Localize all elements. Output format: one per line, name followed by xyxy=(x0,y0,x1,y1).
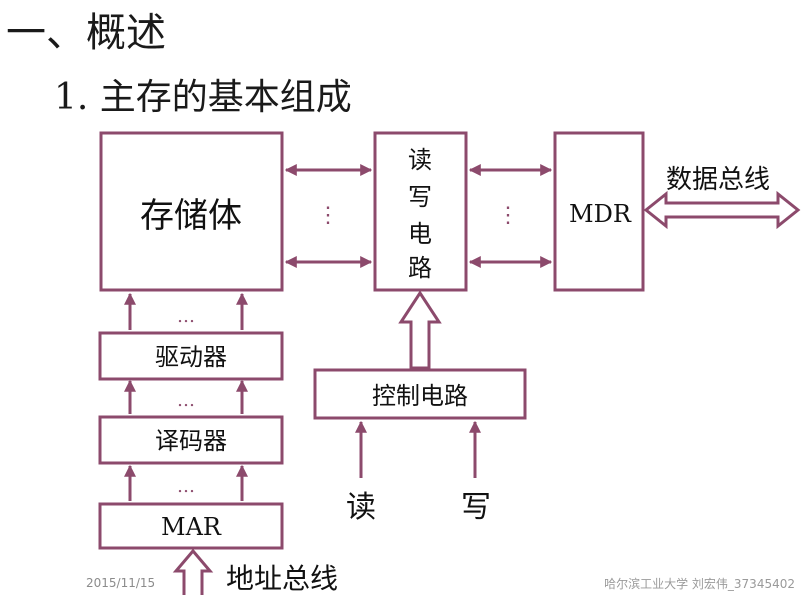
read-label: 读 xyxy=(346,490,376,525)
mar-box xyxy=(98,502,284,550)
storage-label: 存储体 xyxy=(140,196,242,236)
ellipsis-mar: … xyxy=(177,476,195,497)
page-title: 一、概述 xyxy=(6,10,166,56)
mdr-box xyxy=(553,131,645,292)
footer-credit: 哈尔滨工业大学 刘宏伟_37345402 xyxy=(604,577,795,591)
control-label: 控制电路 xyxy=(372,382,468,410)
ellipsis-decoder: … xyxy=(177,390,195,411)
rw-circuit-box xyxy=(373,131,468,292)
data-bus-label: 数据总线 xyxy=(666,165,770,195)
driver-box xyxy=(98,331,284,381)
control-rw-hollow-arrow xyxy=(398,290,442,370)
footer-date: 2015/11/15 xyxy=(86,576,156,590)
rw-label-4: 路 xyxy=(408,254,432,282)
rw-label-3: 电 xyxy=(408,220,432,248)
ellipsis-left-vertical: ⋮ xyxy=(317,203,339,228)
decoder-label: 译码器 xyxy=(155,427,227,455)
ellipsis-driver: … xyxy=(177,306,195,327)
ellipsis-right-vertical: ⋮ xyxy=(497,203,519,228)
address-bus-label: 地址总线 xyxy=(226,562,338,595)
section-title: 1. 主存的基本组成 xyxy=(54,77,352,118)
mar-label: MAR xyxy=(161,513,222,541)
data-bus-hollow-arrow xyxy=(643,190,801,230)
storage-box xyxy=(99,131,284,292)
rw-label-2: 写 xyxy=(408,183,432,211)
mdr-label: MDR xyxy=(569,200,632,228)
rw-label-1: 读 xyxy=(408,146,432,174)
decoder-box xyxy=(98,415,284,465)
address-bus-hollow-arrow xyxy=(172,548,214,595)
control-circuit-box xyxy=(313,368,527,420)
write-label: 写 xyxy=(461,490,491,525)
driver-label: 驱动器 xyxy=(155,343,227,371)
